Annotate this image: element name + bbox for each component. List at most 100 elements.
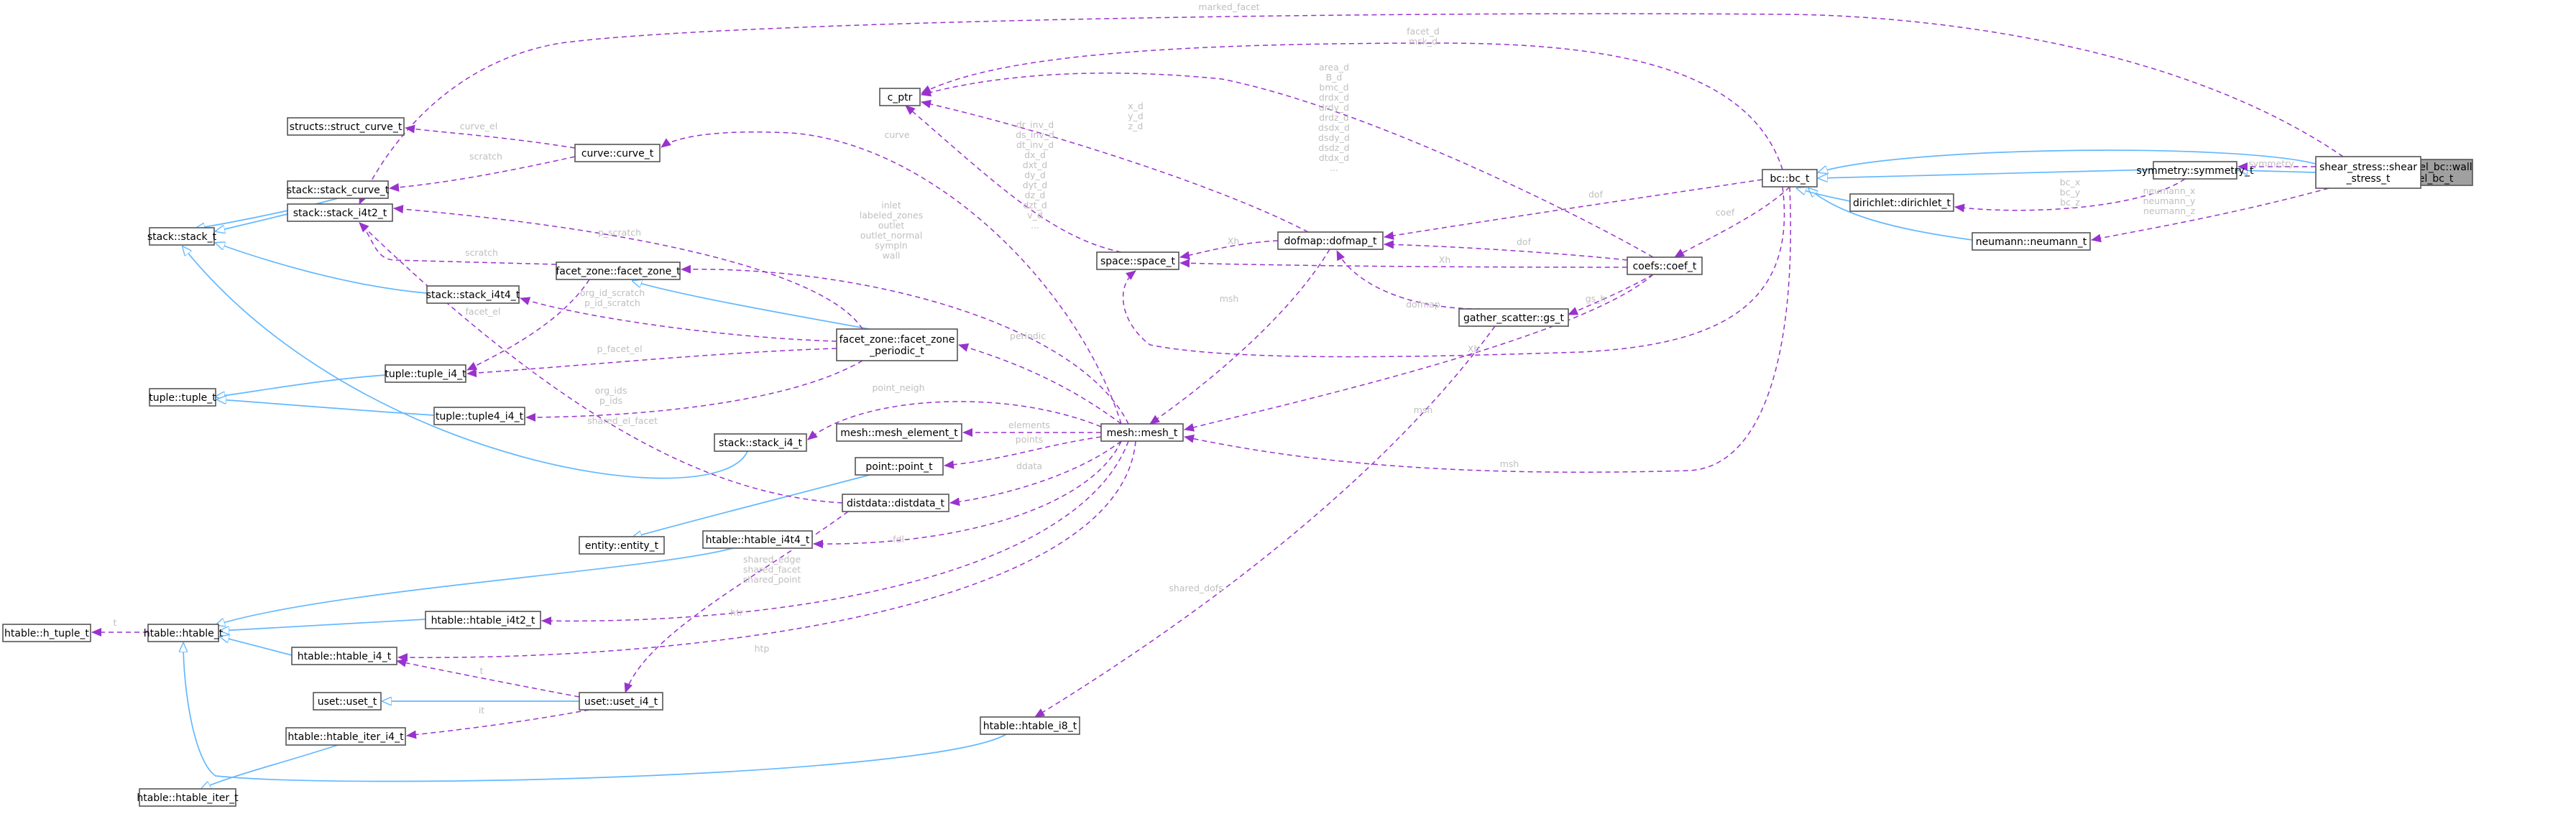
edge-uses-bc-dofmap	[1384, 179, 1763, 240]
node-label: tuple::tuple_t	[149, 392, 216, 404]
node-label: htable::htable_i4t2_t	[431, 615, 535, 626]
edge-inherit-symmetry-bc	[1818, 169, 2154, 178]
node-tuple4-i4[interactable]: tuple::tuple4_i4_t	[433, 407, 525, 425]
edge-label-line: dof	[1588, 189, 1604, 200]
edge-uses-zone-stacki4t2-scratch	[393, 205, 863, 330]
edge-uses-dofmap-space	[1179, 240, 1279, 260]
node-bc[interactable]: bc::bc_t	[1762, 169, 1818, 188]
node-uset-i4[interactable]: uset::uset_i4_t	[579, 692, 663, 711]
node-label: entity::entity_t	[585, 540, 659, 552]
node-box	[836, 423, 962, 442]
node-htable-i8[interactable]: htable::htable_i8_t	[980, 716, 1080, 735]
node-label: gather_scatter::gs_t	[1463, 313, 1564, 324]
node-label: _stress_t	[2346, 173, 2391, 185]
edge-inherit-htable-i4t2-htable	[220, 619, 426, 631]
node-shear-stress[interactable]: shear_stress::shear_stress_t	[2315, 156, 2421, 189]
edge-uses-gather-dofmap	[1336, 250, 1481, 310]
node-label: dirichlet::dirichlet_t	[1853, 198, 1951, 209]
node-uset[interactable]: uset::uset_t	[313, 692, 382, 711]
node-neumann[interactable]: neumann::neumann_t	[1972, 232, 2091, 251]
edge-uses-mesh-periodic	[958, 343, 1122, 425]
node-htable-i4[interactable]: htable::htable_i4_t	[291, 647, 397, 665]
edge-uses-bc-space	[1122, 186, 1785, 358]
node-label: facet_zone::facet_zone	[840, 334, 955, 346]
edge-label-line: dsdx_d	[1318, 122, 1350, 133]
edge-label-xh-bc: Xh	[1468, 343, 1480, 354]
edge-label-line: msh	[1500, 458, 1519, 469]
edge-label-line: shared_el_facet	[587, 415, 658, 426]
node-c-ptr[interactable]: c_ptr	[879, 88, 921, 106]
edge-label-dofmap-cptr: x_dy_dz_d	[1128, 101, 1144, 131]
edge-label-xh-dofmap: Xh	[1228, 236, 1240, 246]
node-box	[714, 433, 807, 452]
node-mesh[interactable]: mesh::mesh_t	[1100, 423, 1184, 442]
node-box	[855, 457, 944, 476]
node-htable-iter-i4[interactable]: htable::htable_iter_i4_t	[285, 727, 406, 746]
edge-label-t-ht: t	[114, 617, 117, 628]
node-box	[2, 624, 91, 642]
edge-label-line: ddata	[1016, 461, 1042, 471]
edge-label-line: drdz_d	[1319, 112, 1349, 123]
node-label: stack::stack_i4t4_t	[426, 290, 520, 301]
node-htable-i4t4[interactable]: htable::htable_i4t4_t	[702, 530, 813, 549]
edge-label-curve-el: curve_el	[460, 121, 497, 131]
node-htable-iter[interactable]: htable::htable_iter_t	[137, 788, 239, 807]
node-facet-zone-periodic[interactable]: facet_zone::facet_zone_periodic_t	[836, 328, 958, 361]
edge-label-line: msk_d	[1409, 36, 1438, 47]
edge-label-dof-bc: dof	[1588, 189, 1604, 200]
node-tuple-i4[interactable]: tuple::tuple_i4_t	[385, 364, 466, 383]
node-box	[1277, 231, 1384, 250]
edge-label-line: p_ids	[599, 395, 622, 406]
edge-uses-space-cptr	[905, 105, 1122, 253]
node-entity[interactable]: entity::entity_t	[579, 536, 665, 555]
node-distdata[interactable]: distdata::distdata_t	[842, 494, 949, 512]
node-stack-curve[interactable]: stack::stack_curve_t	[287, 180, 390, 199]
node-stack-i4t2[interactable]: stack::stack_i4t2_t	[287, 203, 393, 222]
node-coefs[interactable]: coefs::coef_t	[1627, 256, 1703, 275]
edge-inherit-tuple-i4-tuple	[216, 374, 386, 397]
node-label: stack::stack_curve_t	[287, 185, 390, 196]
node-htable-i4t2[interactable]: htable::htable_i4t2_t	[425, 611, 541, 629]
node-box	[147, 624, 219, 642]
node-point[interactable]: point::point_t	[855, 457, 944, 476]
edge-label-symmetry: symmetry	[2248, 158, 2294, 169]
edge-label-line: p_scratch	[598, 227, 641, 238]
edge-inherit-shear-stress-bc	[1818, 149, 2317, 172]
node-box	[842, 494, 949, 512]
node-box	[879, 88, 921, 106]
edge-label-p-facet-el: p_facet_el	[597, 343, 642, 354]
node-label: _periodic_t	[869, 346, 924, 357]
node-label: tuple::tuple4_i4_t	[436, 411, 524, 422]
node-facet-zone[interactable]: facet_zone::facet_zone_t	[556, 262, 681, 280]
edge-label-line: Xh	[1468, 343, 1480, 354]
node-gather-scatter[interactable]: gather_scatter::gs_t	[1458, 308, 1569, 327]
node-label: htable::htable_i8_t	[983, 721, 1077, 732]
edge-uses-mesh-htablei4	[397, 440, 1136, 662]
node-stack-i4t4[interactable]: stack::stack_i4t4_t	[426, 285, 520, 304]
edge-label-line: scratch	[469, 151, 502, 162]
node-htable[interactable]: htable::htable_t	[144, 624, 224, 642]
node-label: htable::htable_i4t4_t	[706, 535, 810, 546]
node-box	[433, 407, 525, 425]
edge-label-shared-el-facet: shared_el_facet	[587, 415, 658, 426]
node-label: facet_zone::facet_zone_t	[556, 266, 681, 277]
node-space[interactable]: space::space_t	[1096, 251, 1179, 270]
edge-label-line: facet_el	[466, 306, 501, 317]
edge-inherit-htable-i8-htable	[183, 643, 1007, 782]
node-tuple[interactable]: tuple::tuple_t	[149, 388, 216, 407]
node-curve[interactable]: curve::curve_t	[574, 144, 661, 162]
edge-label-line: drdx_d	[1319, 92, 1349, 103]
edge-label-line: bmc_d	[1319, 82, 1348, 93]
node-h-tuple[interactable]: htable::h_tuple_t	[2, 624, 91, 642]
edge-inherit-htable-i4-htable	[220, 637, 293, 656]
node-dofmap[interactable]: dofmap::dofmap_t	[1277, 231, 1384, 250]
node-dirichlet[interactable]: dirichlet::dirichlet_t	[1849, 193, 1954, 212]
node-stack[interactable]: stack::stack_t	[147, 227, 217, 246]
node-struct-curve[interactable]: structs::struct_curve_t	[287, 117, 405, 136]
node-symmetry[interactable]: symmetry::symmetry_t	[2137, 161, 2254, 180]
edge-label-ddata: ddata	[1016, 461, 1042, 471]
node-stack-i4[interactable]: stack::stack_i4_t	[714, 433, 807, 452]
node-mesh-element[interactable]: mesh::mesh_element_t	[836, 423, 962, 442]
